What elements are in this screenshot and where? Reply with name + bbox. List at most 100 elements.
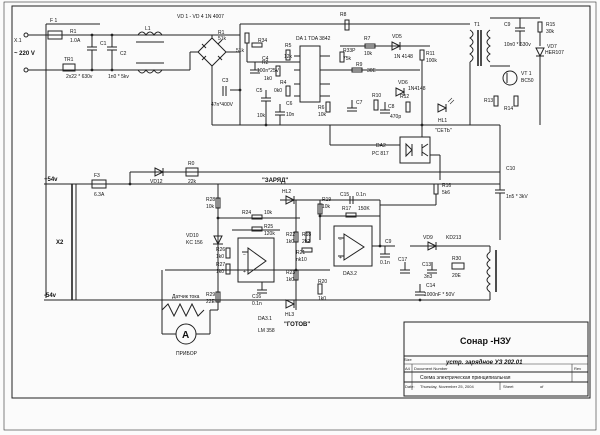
r19-value: 10k	[322, 204, 331, 210]
c13-label: C13	[422, 262, 431, 268]
r27-label: R27	[216, 262, 225, 268]
output-caps: C9 0.1n C17	[380, 239, 410, 274]
r5-label: R5	[285, 43, 292, 49]
doc-number-value: Схема электрическая принципиальная	[420, 375, 511, 381]
r22-label: R22	[286, 232, 295, 238]
c1-value: 2x22 * 630v	[66, 74, 93, 80]
transistor-vt1	[502, 70, 518, 86]
c1-label: C1	[100, 41, 107, 47]
da31-label: DA3.1	[258, 316, 272, 322]
r23-label: R23	[286, 270, 295, 276]
r28-value: 10k	[206, 204, 215, 210]
c8-value: 470p	[390, 114, 401, 120]
svg-text:−: −	[243, 252, 246, 258]
ammeter-symbol: A	[182, 330, 189, 341]
bridge-rectifier: VD 1 - VD 4 1N 4007	[177, 14, 240, 125]
r29-value: 22E	[206, 299, 216, 305]
set-label: "СЕТЬ"	[435, 128, 452, 134]
da2-value: PC 817	[372, 151, 389, 157]
r30-value: 20E	[452, 273, 462, 279]
r27-value: 1k0	[216, 269, 224, 275]
mains-input: X.1 ~ 220 V F 1 1.0A R1 TR1 C1 2x22 * 63…	[14, 18, 240, 80]
output-bus: +54v -54v X2 F3 6.3A	[44, 23, 500, 301]
r4-value: 0k0	[274, 88, 282, 94]
terminal-x1-top	[23, 32, 29, 38]
r17-value: 150K	[358, 206, 370, 212]
c10-r16: C10 1n5 * 3kV R16 5k6	[380, 125, 528, 240]
c4-label: C4	[262, 56, 269, 62]
c6-label: C6	[286, 101, 293, 107]
r33p-value: 75k	[343, 56, 352, 62]
vd7-value: HER107	[545, 50, 564, 56]
sheet-border	[11, 5, 591, 399]
da1-label: DA 1 TDA 3842	[296, 36, 331, 42]
vd6-label: VD6	[398, 80, 408, 86]
vd5-label: VD5	[392, 34, 402, 40]
l1-label: L1	[145, 26, 151, 32]
hl2-label: HL2	[282, 189, 291, 195]
hl3-label: HL3	[285, 312, 294, 318]
r34-label: R34	[258, 38, 267, 44]
ic-da1: DA 1 TDA 3842	[294, 36, 340, 103]
date-value: Thursday, November 25, 2004	[420, 384, 475, 389]
r23-value: 1k0	[286, 277, 294, 283]
vt1-value: BC50	[521, 78, 534, 84]
vd9-label: VD9	[423, 235, 433, 241]
r2-value: 1k0	[264, 76, 272, 82]
r29-label: R29	[206, 292, 215, 298]
c4-value: 100n*25V	[257, 68, 280, 74]
c17-label: C17	[398, 257, 407, 263]
led-hl1: HL1	[437, 97, 455, 124]
thermistor-tr1	[62, 63, 76, 72]
optocoupler-da2: DA2 PC 817 "СЕТЬ"	[329, 125, 452, 180]
c9-value: 10n0 * 630v	[504, 42, 531, 48]
gate-network: R8 R33P 75k R9 30E R7 10k	[339, 12, 420, 74]
r8-label: R8	[340, 12, 347, 18]
r15-label: R15	[546, 22, 555, 28]
r30-label: R30	[452, 256, 461, 262]
r7-label: R7	[364, 36, 371, 42]
capacitor-c4: C4 100n*25V	[250, 56, 280, 74]
junctions	[90, 33, 424, 302]
ready-label: "ГОТОВ"	[284, 322, 310, 328]
charge-label: "ЗАРЯД"	[262, 178, 288, 184]
current-sensor: Датчик тока A ПРИБОР	[161, 270, 218, 357]
tr1-label: TR1	[64, 57, 74, 63]
r6-value: 10k	[318, 112, 327, 118]
hl1-label: HL1	[438, 118, 447, 124]
r6-c7: R6 10k C7	[318, 100, 363, 118]
c5-label: C5	[256, 88, 263, 94]
sensor-label: Датчик тока	[172, 294, 200, 300]
r4-label: R4	[280, 80, 287, 86]
svg-text:+: +	[339, 255, 342, 261]
r17-label: R17	[342, 206, 351, 212]
subtitle-text: устр. зарядное УЗ 202.01	[445, 360, 523, 366]
lm358-label: LM 358	[258, 328, 275, 334]
r2-label: R2	[262, 60, 269, 66]
c14-label: C14	[426, 283, 435, 289]
opamp-da32: − + DA3.2	[333, 225, 395, 277]
c10-value: 1n5 * 3kV	[506, 194, 528, 200]
choke-l1	[137, 31, 163, 36]
r28-label: R28	[206, 197, 215, 203]
fuse-f3	[91, 179, 107, 189]
r22-value: 1k0	[286, 239, 294, 245]
title-text: Сонар -НЗУ	[460, 336, 511, 346]
c2-value: 1n0 * 5kv	[108, 74, 129, 80]
terminal-x1-bottom	[23, 67, 29, 73]
r15-value: 30k	[546, 29, 555, 35]
middle-network: R22 1k0 R18 2k2 R21 nk10 R23 1k0 R20 1k0…	[284, 200, 327, 328]
c2-label: C2	[120, 51, 127, 57]
r20-value: 1k0	[318, 296, 326, 302]
divider-left: R28 10k R24 10k R25 120k	[206, 184, 300, 310]
r25-label: R25	[264, 224, 273, 230]
outer-frame	[3, 1, 597, 431]
secondary-winding	[486, 251, 491, 293]
size-value: A4	[405, 366, 411, 371]
r24-label: R24	[242, 210, 251, 216]
size-label: Size	[404, 357, 413, 362]
vt1-label: VT 1	[521, 71, 532, 77]
c6-value: 10n	[286, 112, 295, 118]
r1b-value: 51k	[218, 36, 227, 42]
r26-label: R26	[216, 247, 225, 253]
